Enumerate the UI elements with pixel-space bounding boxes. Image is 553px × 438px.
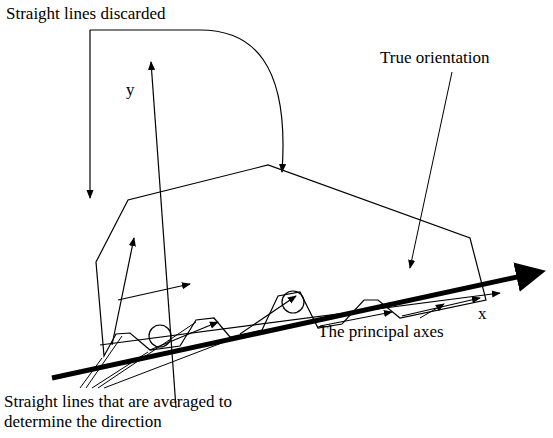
axis-label: y <box>126 80 135 100</box>
note-label: Straight lines discarded <box>6 4 166 24</box>
note-label: True orientation <box>380 48 489 68</box>
true-orientation-arrow <box>52 272 540 378</box>
averaged-leaders <box>80 322 240 388</box>
discarded-leaders <box>90 30 283 198</box>
axes-leader <box>420 304 444 318</box>
axis-label: x <box>478 304 487 324</box>
averaged-line-arrows <box>112 238 480 350</box>
note-label: Straight lines that are averaged to dete… <box>4 392 304 432</box>
orientation-leader <box>410 72 452 268</box>
note-label: The principal axes <box>318 322 444 342</box>
